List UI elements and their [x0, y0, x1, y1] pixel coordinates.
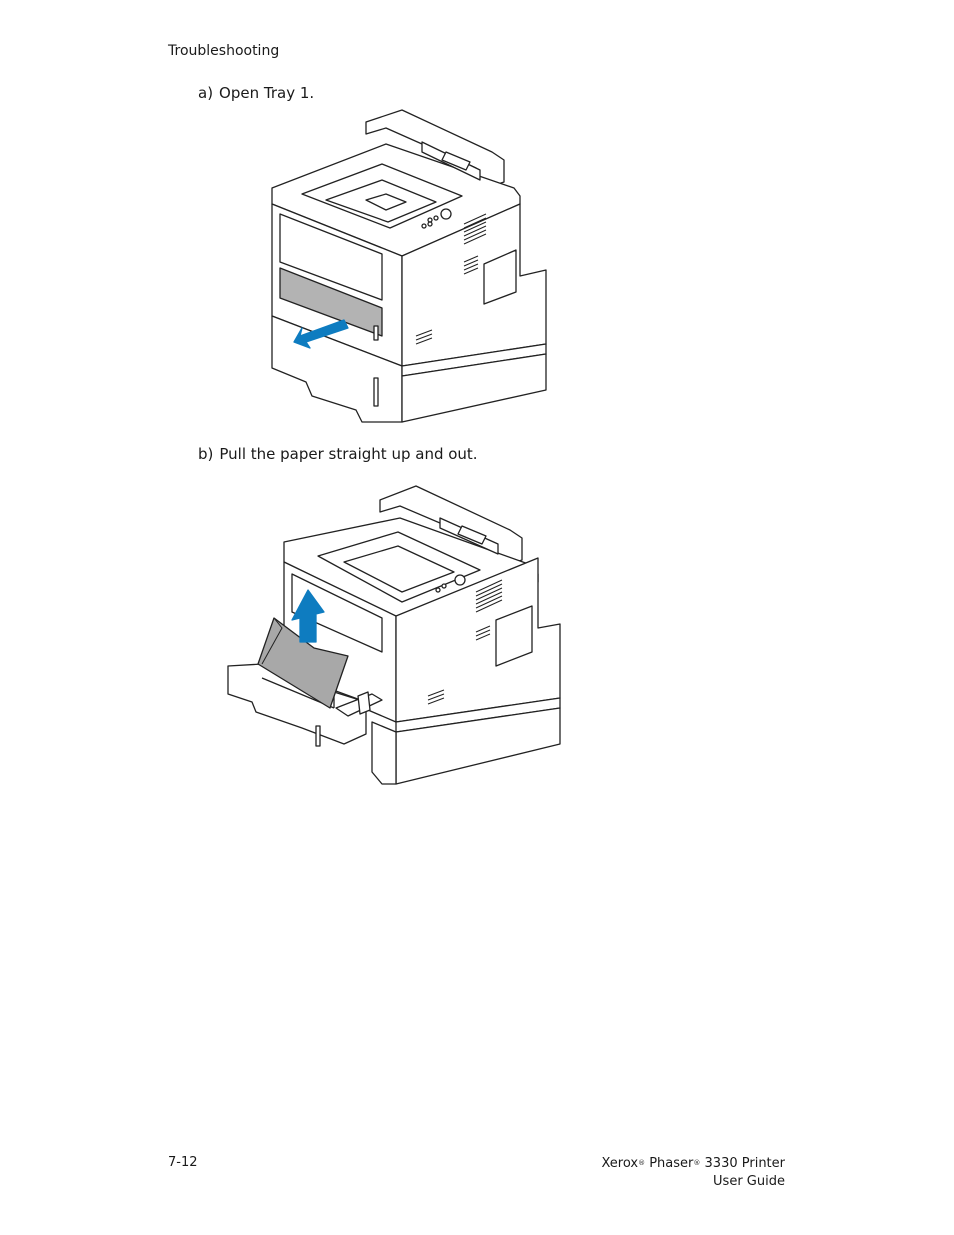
footer-product: Xerox® Phaser® 3330 Printer User Guide	[601, 1155, 785, 1191]
registered-mark: ®	[693, 1159, 701, 1167]
step-a-text: Open Tray 1.	[219, 84, 315, 102]
page-number: 7-12	[168, 1155, 198, 1170]
step-a: a) Open Tray 1.	[198, 84, 314, 102]
open-tray-illustration	[266, 104, 550, 426]
running-header: Troubleshooting	[168, 43, 280, 59]
footer-model: 3330 Printer	[704, 1156, 785, 1171]
step-b-tag: b)	[198, 445, 214, 463]
step-b-text: Pull the paper straight up and out.	[219, 445, 478, 463]
footer-doc-title: User Guide	[713, 1174, 785, 1189]
footer-product-line: Xerox® Phaser® 3330 Printer	[601, 1155, 785, 1173]
footer-product-name: Phaser	[649, 1156, 694, 1171]
registered-mark: ®	[638, 1159, 646, 1167]
step-a-tag: a)	[198, 84, 214, 102]
footer-brand: Xerox	[601, 1156, 639, 1171]
step-b: b) Pull the paper straight up and out.	[198, 445, 478, 463]
remove-paper-illustration	[222, 482, 562, 786]
